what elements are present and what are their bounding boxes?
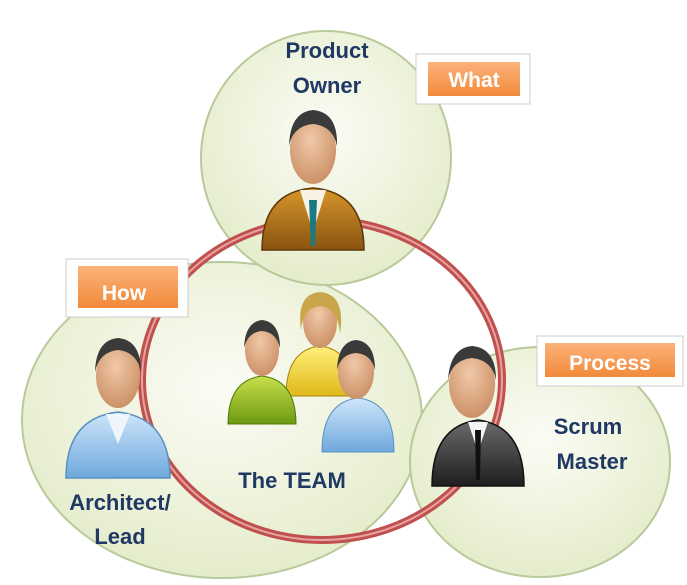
scrum-master-label-line2: Master (557, 449, 628, 474)
product-owner-person-icon (261, 110, 365, 251)
scrum-master-person-icon (431, 346, 525, 487)
team-member-blue-icon (321, 340, 395, 453)
product-owner-label-line1: Product (285, 38, 369, 63)
product-owner-label-line2: Owner (293, 73, 362, 98)
architect-label-line2: Lead (94, 524, 145, 549)
process-tag-label: Process (569, 352, 651, 375)
how-tag-label: How (102, 282, 147, 305)
how-tag: How (65, 258, 189, 318)
what-tag: What (415, 53, 531, 105)
what-tag-label: What (448, 69, 499, 92)
team-label: The TEAM (238, 468, 346, 493)
process-tag: Process (536, 335, 684, 387)
scrum-master-label-line1: Scrum (554, 414, 622, 439)
team-member-yellow-icon (285, 292, 355, 397)
architect-person-icon (65, 338, 171, 479)
team-member-green-icon (227, 320, 297, 425)
architect-label-line1: Architect/ (69, 490, 170, 515)
team-group-icon (227, 292, 395, 453)
